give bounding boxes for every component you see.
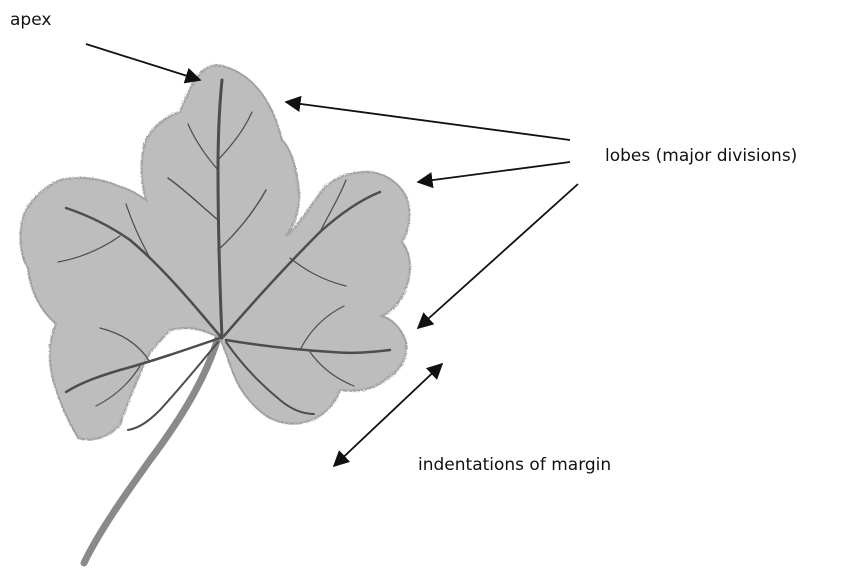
arrow-lobe-top (286, 102, 570, 140)
apex-label: apex (10, 12, 51, 29)
arrow-apex (86, 44, 200, 80)
leaf-blade (21, 65, 410, 439)
indentations-label: indentations of margin (418, 457, 611, 474)
lobes-label: lobes (major divisions) (605, 148, 797, 165)
arrow-lobe-lower (418, 184, 578, 328)
arrow-lobe-right (418, 162, 570, 182)
